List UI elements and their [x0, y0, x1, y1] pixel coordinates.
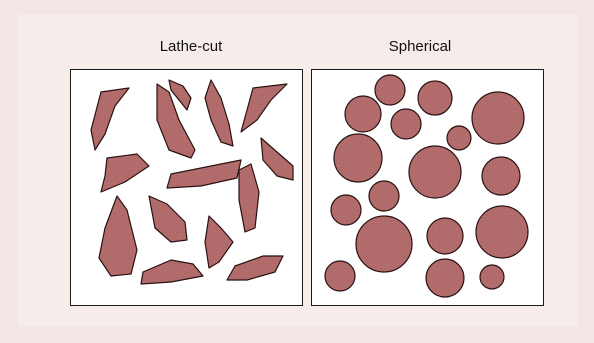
particle — [482, 157, 520, 195]
particle — [167, 160, 241, 188]
lathe-cut-panel — [70, 69, 303, 306]
spherical-label: Spherical — [305, 38, 535, 55]
particle — [476, 206, 528, 258]
particle — [391, 109, 421, 139]
particle — [205, 80, 233, 146]
particle — [334, 134, 382, 182]
particle — [447, 126, 471, 150]
spherical-particles — [312, 70, 545, 307]
lathe-cut-label: Lathe-cut — [76, 38, 306, 55]
particle — [99, 196, 137, 276]
particle — [427, 218, 463, 254]
particle — [369, 181, 399, 211]
particle — [239, 164, 259, 232]
particle — [356, 216, 412, 272]
particle — [227, 256, 283, 280]
particle — [91, 88, 129, 150]
lathe-cut-particles — [71, 70, 304, 307]
particle — [149, 196, 187, 242]
particle — [205, 216, 233, 268]
spherical-panel — [311, 69, 544, 306]
particle — [480, 265, 504, 289]
particle — [331, 195, 361, 225]
particle — [472, 92, 524, 144]
particle — [345, 96, 381, 132]
particle — [261, 138, 293, 180]
particle — [418, 81, 452, 115]
particle — [325, 261, 355, 291]
particle — [426, 259, 464, 297]
particle — [141, 260, 203, 284]
particle — [409, 146, 461, 198]
particle — [375, 75, 405, 105]
particle — [241, 84, 287, 132]
particle — [101, 154, 149, 192]
